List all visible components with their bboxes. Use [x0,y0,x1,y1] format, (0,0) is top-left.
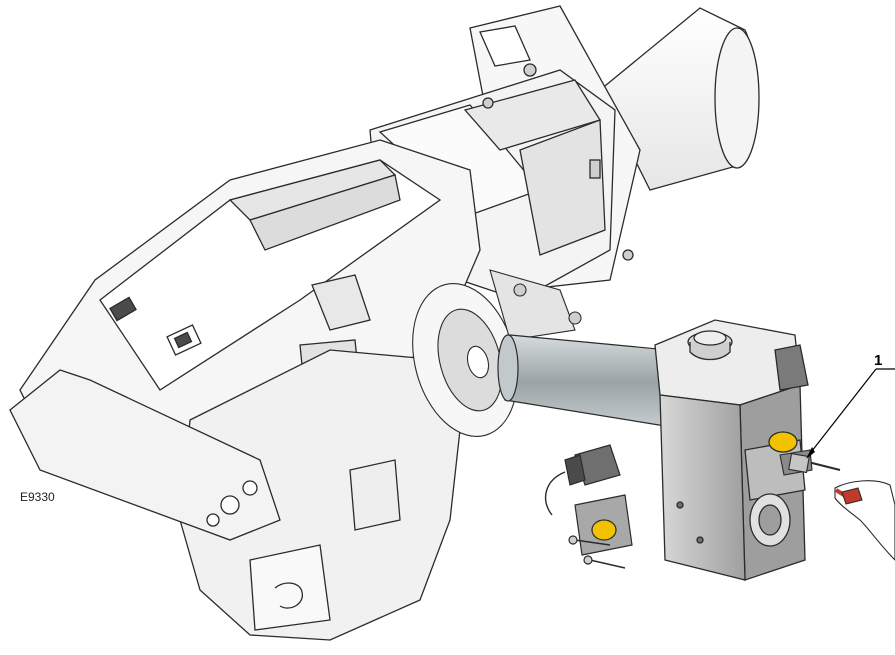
callout-1-arrowhead [806,447,815,459]
coil-and-plug [544,444,633,569]
gas-pipe [497,334,691,431]
gas-valve [654,319,809,581]
volute-housing [179,349,461,641]
hand-icon [834,480,895,561]
adjustment-screwdriver [779,449,841,476]
callout-1-leader [807,368,895,457]
front-plate [9,369,281,541]
air-damper-disk [412,269,582,437]
callout-number-1: 1 [874,352,883,369]
figure-code: E9330 [20,490,55,504]
